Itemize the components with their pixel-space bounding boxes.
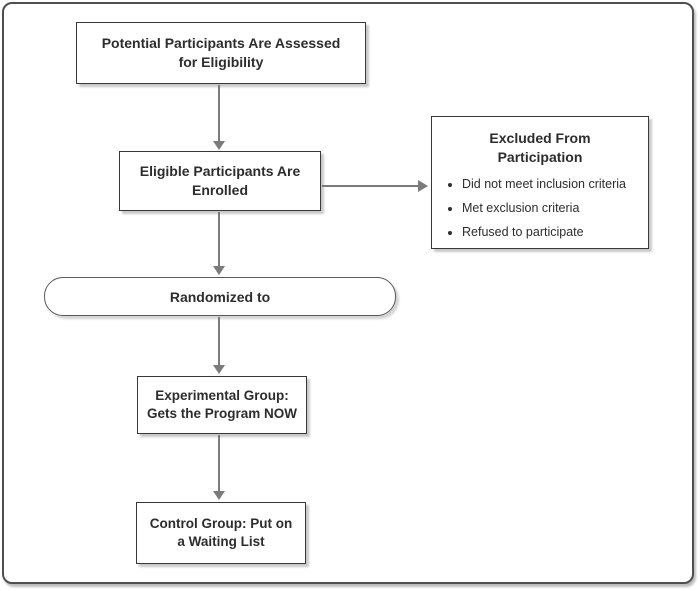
node-control-label: Control Group: Put on a Waiting List [149, 515, 293, 549]
node-enrolled: Eligible Participants Are Enrolled [119, 151, 321, 211]
excluded-bullet-item: Met exclusion criteria [462, 200, 640, 217]
node-assess-eligibility: Potential Participants Are Assessed for … [76, 22, 366, 84]
node-randomized: Randomized to [44, 277, 396, 316]
arrow-enroll-to-excluded-head [418, 180, 428, 192]
node-enrolled-label: Eligible Participants Are Enrolled [139, 163, 301, 198]
node-experimental-group: Experimental Group: Gets the Program NOW [137, 376, 307, 434]
arrow-randomized-to-experimental-shaft [218, 317, 220, 366]
arrow-enroll-to-randomized-head [213, 266, 225, 275]
outer-frame: Potential Participants Are Assessed for … [2, 2, 694, 584]
arrow-experimental-to-control-shaft [218, 435, 220, 492]
node-control-group: Control Group: Put on a Waiting List [136, 502, 306, 564]
node-randomized-label: Randomized to [169, 288, 271, 305]
node-experimental-label: Experimental Group: Gets the Program NOW [146, 387, 298, 421]
node-assess-label: Potential Participants Are Assessed for … [101, 35, 341, 70]
excluded-title: Excluded From Participation [489, 130, 591, 165]
arrow-randomized-to-experimental-head [213, 365, 225, 374]
excluded-bullet-item: Did not meet inclusion criteria [462, 176, 640, 193]
excluded-bullet-item: Refused to participate [462, 224, 640, 241]
arrow-assess-to-enroll-head [213, 141, 225, 150]
arrow-enroll-to-excluded-shaft [322, 185, 420, 187]
node-excluded: Excluded From Participation Did not meet… [431, 116, 649, 249]
arrow-experimental-to-control-head [213, 491, 225, 500]
excluded-bullet-list: Did not meet inclusion criteria Met excl… [440, 176, 640, 241]
arrow-assess-to-enroll-shaft [218, 85, 220, 142]
arrow-enroll-to-randomized-shaft [218, 212, 220, 267]
